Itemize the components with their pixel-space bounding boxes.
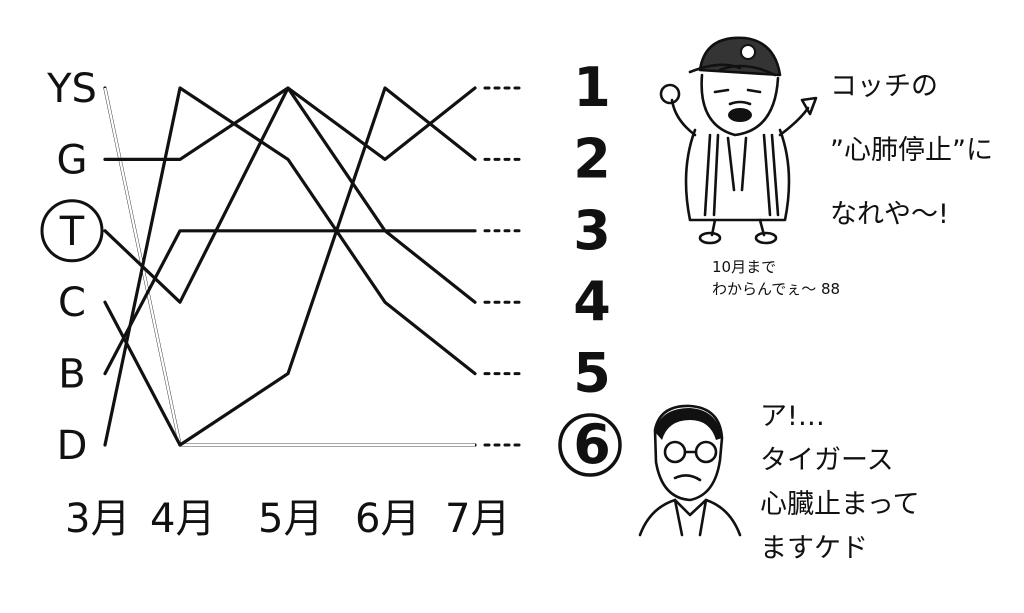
lower-speech-line: 心臓止まって bbox=[760, 489, 920, 520]
upper-note-line: わからんでぇ〜 88 bbox=[712, 280, 840, 298]
rank-highlight-circle bbox=[558, 413, 622, 477]
rank-label: 2 bbox=[573, 127, 611, 190]
rank-label: 6 bbox=[573, 413, 611, 476]
upper-speech-line: ”心肺停止”に bbox=[830, 135, 993, 166]
month-label: 3月 bbox=[65, 496, 130, 542]
month-label: 7月 bbox=[445, 496, 510, 542]
upper-speech-line: なれや〜! bbox=[830, 199, 949, 230]
continuation-dots bbox=[483, 86, 527, 447]
series-line-c bbox=[103, 86, 477, 447]
series-line-b bbox=[103, 229, 477, 376]
rank-label: 1 bbox=[573, 56, 611, 119]
month-labels: 3月 4月 5月 6月 7月 bbox=[65, 496, 510, 542]
lower-speech-line: タイガース bbox=[760, 445, 894, 476]
month-label: 5月 bbox=[258, 496, 323, 542]
team-label-ys: YS bbox=[46, 66, 97, 112]
team-label-d: D bbox=[57, 423, 88, 469]
upper-speech-line: コッチの bbox=[830, 71, 938, 102]
rank-labels: 1 2 3 4 5 6 bbox=[558, 56, 622, 477]
series-lines bbox=[103, 86, 477, 447]
rank-label: 5 bbox=[573, 342, 611, 405]
team-label-c: C bbox=[58, 280, 86, 326]
lower-speech-line: ますケド bbox=[760, 533, 868, 564]
rank-label: 4 bbox=[573, 270, 611, 333]
upper-note-line: 10月まで bbox=[712, 258, 776, 276]
series-line-inner-ys bbox=[103, 87, 475, 447]
rank-label: 3 bbox=[573, 199, 611, 262]
team-label-b: B bbox=[58, 352, 85, 398]
worried-man-illustration bbox=[638, 404, 742, 537]
team-label-g: G bbox=[57, 137, 88, 183]
lower-speech-line: ア!… bbox=[760, 401, 825, 432]
team-label-circle-t bbox=[40, 199, 104, 263]
month-label: 4月 bbox=[150, 496, 215, 542]
team-label-t: T bbox=[59, 209, 85, 255]
cheering-fan-illustration bbox=[659, 36, 818, 245]
series-line-g bbox=[103, 86, 477, 161]
month-label: 6月 bbox=[355, 496, 420, 542]
series-line-d bbox=[103, 86, 477, 447]
